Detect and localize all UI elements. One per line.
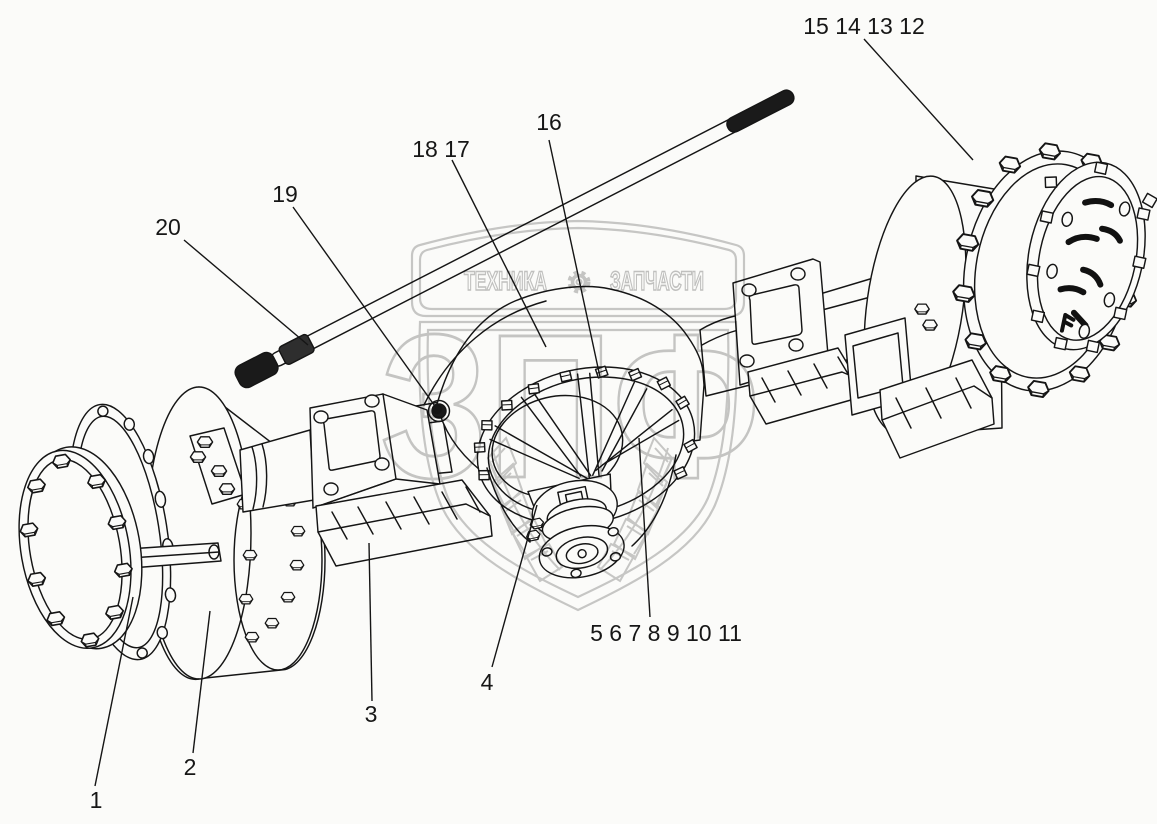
svg-text:3: 3 xyxy=(365,701,378,727)
svg-text:1: 1 xyxy=(90,787,103,813)
svg-text:2: 2 xyxy=(184,754,197,780)
svg-text:18 17: 18 17 xyxy=(412,136,470,162)
svg-text:20: 20 xyxy=(155,214,181,240)
svg-text:19: 19 xyxy=(272,181,298,207)
svg-text:16: 16 xyxy=(536,109,562,135)
svg-text:ЗАПЧАСТИ: ЗАПЧАСТИ xyxy=(610,266,704,296)
svg-text:ЗПФ: ЗПФ xyxy=(380,292,760,521)
svg-text:4: 4 xyxy=(481,669,494,695)
svg-text:15 14 13 12: 15 14 13 12 xyxy=(803,13,925,39)
svg-text:5 6 7 8 9 10 11: 5 6 7 8 9 10 11 xyxy=(590,620,742,646)
svg-text:ТЕХНИКА: ТЕХНИКА xyxy=(464,266,547,296)
